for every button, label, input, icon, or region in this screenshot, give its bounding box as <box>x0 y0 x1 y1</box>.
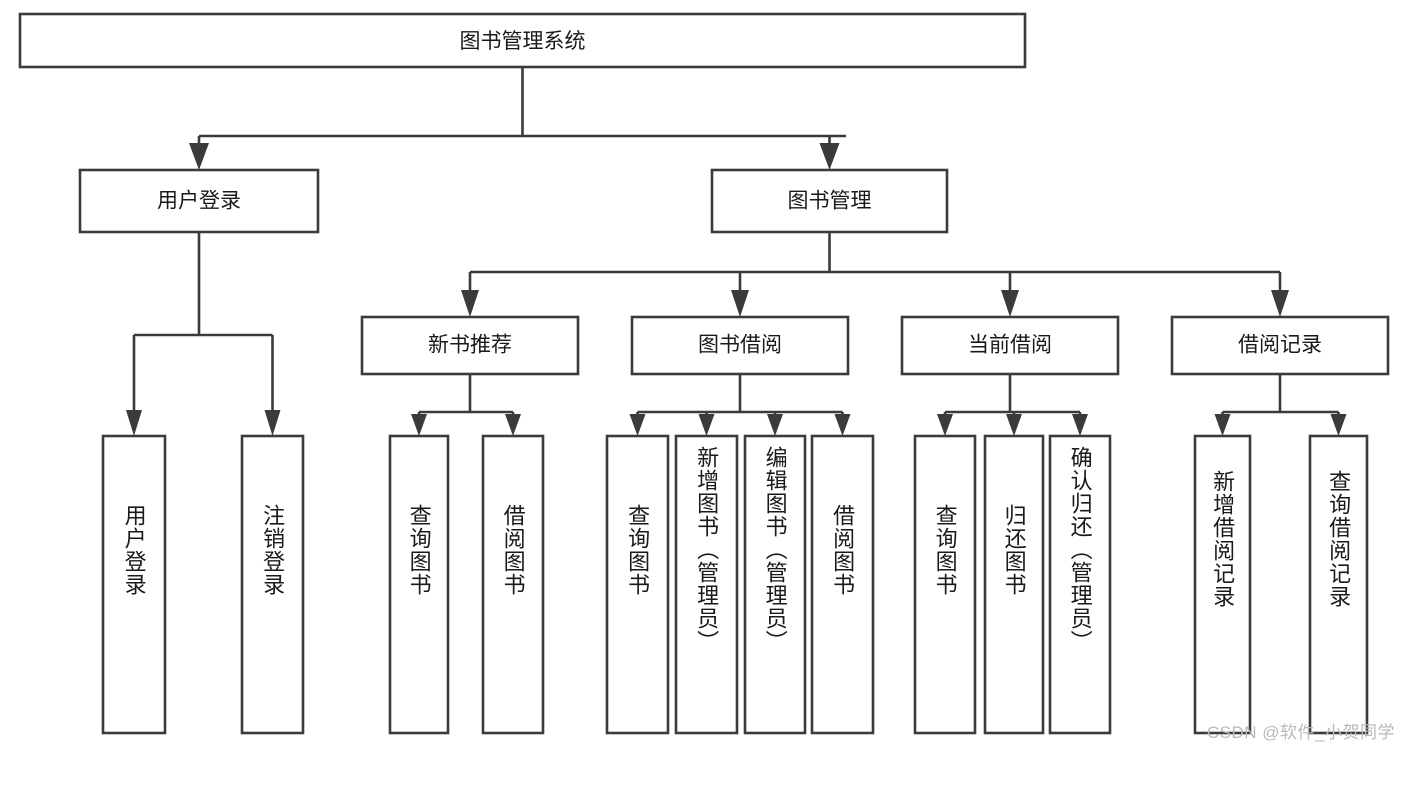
arrowhead-leaf-query-book-3 <box>937 414 953 436</box>
arrowhead-record <box>1271 290 1289 317</box>
node-borrow-record-label: 借阅记录 <box>1238 334 1322 357</box>
leaf-box-borrow-book-1[interactable] <box>481 434 545 735</box>
node-user-login-label: 用户登录 <box>157 190 241 213</box>
node-root-system-box[interactable] <box>18 12 1027 69</box>
node-book-management[interactable]: 图书管理 <box>710 168 949 234</box>
arrowhead-book-mgmt <box>819 143 840 170</box>
leaf-box-add-book[interactable] <box>674 434 739 735</box>
node-current-borrow-box[interactable] <box>900 315 1120 376</box>
node-book-borrow[interactable]: 图书借阅 <box>630 315 850 376</box>
arrowhead-leaf-borrow-book-1 <box>505 414 521 436</box>
arrowhead-leaf-borrow-book-2 <box>834 414 851 436</box>
node-book-management-box[interactable] <box>710 168 949 234</box>
leaf-box-query-book-1[interactable] <box>388 434 450 735</box>
node-book-management-label: 图书管理 <box>788 190 872 213</box>
node-new-book-recommend-label: 新书推荐 <box>428 334 512 357</box>
node-new-book-recommend[interactable]: 新书推荐 <box>360 315 580 376</box>
arrowhead-newbook <box>461 290 479 317</box>
diagram-canvas-root: 图书管理系统 用户登录 图书管理 新书推荐 图书借阅 当前借阅 借阅记录 <box>18 12 1395 742</box>
node-borrow-record-box[interactable] <box>1170 315 1390 376</box>
node-current-borrow-label: 当前借阅 <box>968 334 1052 357</box>
leaf-box-query-record[interactable] <box>1308 434 1369 735</box>
leaf-box-query-book-2[interactable] <box>605 434 670 735</box>
arrowhead-leaf-edit-book <box>767 414 783 436</box>
arrowhead-leaf-add-book <box>698 414 715 436</box>
node-user-login[interactable]: 用户登录 <box>78 168 320 234</box>
node-current-borrow[interactable]: 当前借阅 <box>900 315 1120 376</box>
arrowhead-leaf-return-book <box>1006 414 1022 436</box>
leaf-box-borrow-book-2[interactable] <box>810 434 875 735</box>
node-user-login-box[interactable] <box>78 168 320 234</box>
connector-layer <box>126 67 1347 436</box>
hierarchy-diagram: 图书管理系统 用户登录 图书管理 新书推荐 图书借阅 当前借阅 借阅记录 <box>18 12 1390 735</box>
csdn-watermark: CSDN @软件_小贺同学 <box>1206 723 1395 742</box>
leaf-box-return-book[interactable] <box>983 434 1045 735</box>
arrowhead-borrow <box>731 290 749 317</box>
arrowhead-leaf-query-book-2 <box>629 414 646 436</box>
node-root-system[interactable]: 图书管理系统 <box>18 12 1027 69</box>
arrowhead-leaf-add-record <box>1214 414 1231 436</box>
leaf-box-confirm-return[interactable] <box>1048 434 1112 735</box>
arrowhead-leaf-confirm-return <box>1072 414 1088 436</box>
node-borrow-record[interactable]: 借阅记录 <box>1170 315 1390 376</box>
leaf-box-edit-book[interactable] <box>743 434 807 735</box>
node-root-system-label: 图书管理系统 <box>460 30 586 53</box>
node-book-borrow-label: 图书借阅 <box>698 334 782 357</box>
leaf-box-logout[interactable] <box>240 434 305 735</box>
arrowhead-leaf-query-book-1 <box>411 414 427 436</box>
arrowhead-leaf-user-login <box>126 410 142 436</box>
leaf-box-add-record[interactable] <box>1193 434 1252 735</box>
leaf-box-query-book-3[interactable] <box>913 434 977 735</box>
arrowhead-user-login <box>189 143 209 170</box>
arrowhead-current <box>1001 290 1019 317</box>
node-book-borrow-box[interactable] <box>630 315 850 376</box>
arrowhead-leaf-logout <box>264 410 281 436</box>
arrowhead-leaf-query-record <box>1330 414 1347 436</box>
leaf-box-layer <box>101 434 1369 735</box>
leaf-box-user-login[interactable] <box>101 434 167 735</box>
node-new-book-recommend-box[interactable] <box>360 315 580 376</box>
